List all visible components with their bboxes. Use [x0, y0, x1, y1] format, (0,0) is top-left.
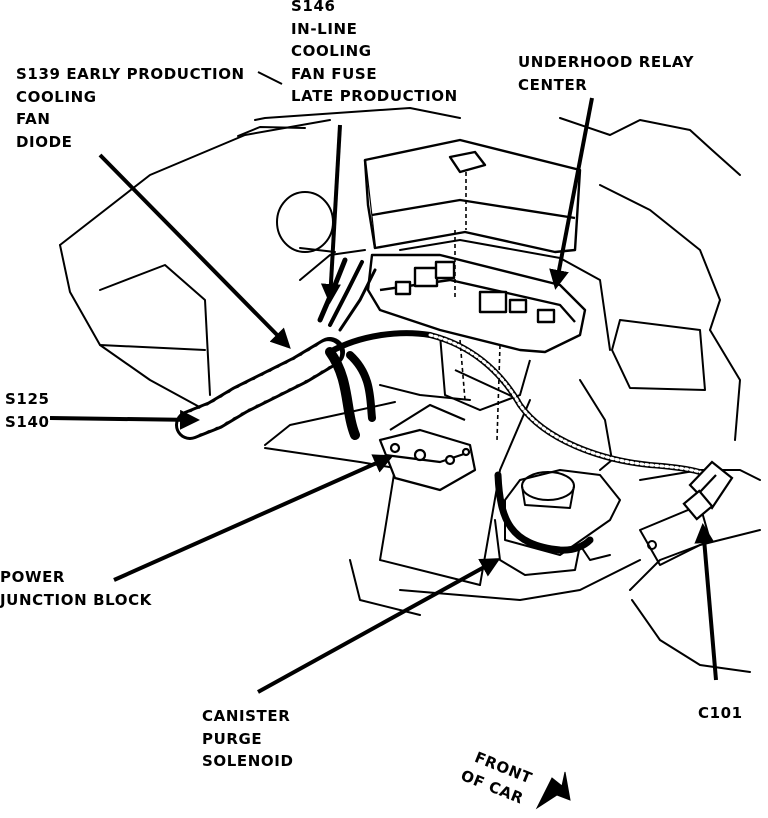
canister-leader — [257, 558, 501, 694]
label-c101: C101 — [698, 704, 743, 722]
vehicle-body-outline — [59, 107, 761, 673]
label-s146: S146 IN-LINE COOLING FAN FUSE LATE PRODU… — [291, 0, 458, 105]
label-s139: S139 EARLY PRODUCTION COOLING FAN DIODE — [16, 65, 245, 151]
underhood-relay-center — [363, 138, 587, 354]
power-junction-block — [378, 403, 477, 492]
label-underhood-relay-center: UNDERHOOD RELAY CENTER — [518, 53, 695, 94]
power-leader — [113, 454, 394, 582]
label-power-junction-block: POWER JUNCTION BLOCK — [0, 568, 152, 609]
s139-leader — [98, 153, 291, 349]
label-s125-s140: S125 S140 — [5, 390, 50, 431]
s125-leader — [49, 409, 200, 430]
label-canister-purge-solenoid: CANISTER PURGE SOLENOID — [202, 707, 294, 770]
wiring-harness-conduit — [175, 257, 723, 554]
c101-leader — [694, 523, 718, 681]
relay-leader-dash — [257, 71, 283, 85]
c101-connector — [682, 460, 734, 521]
relay-support-bracket — [439, 334, 531, 412]
callout-leaders — [49, 97, 718, 694]
relay-mount-bolts — [454, 172, 501, 441]
relay-leader — [549, 97, 594, 290]
front-of-car-arrow-icon — [535, 771, 571, 810]
s146-leader — [320, 124, 342, 304]
